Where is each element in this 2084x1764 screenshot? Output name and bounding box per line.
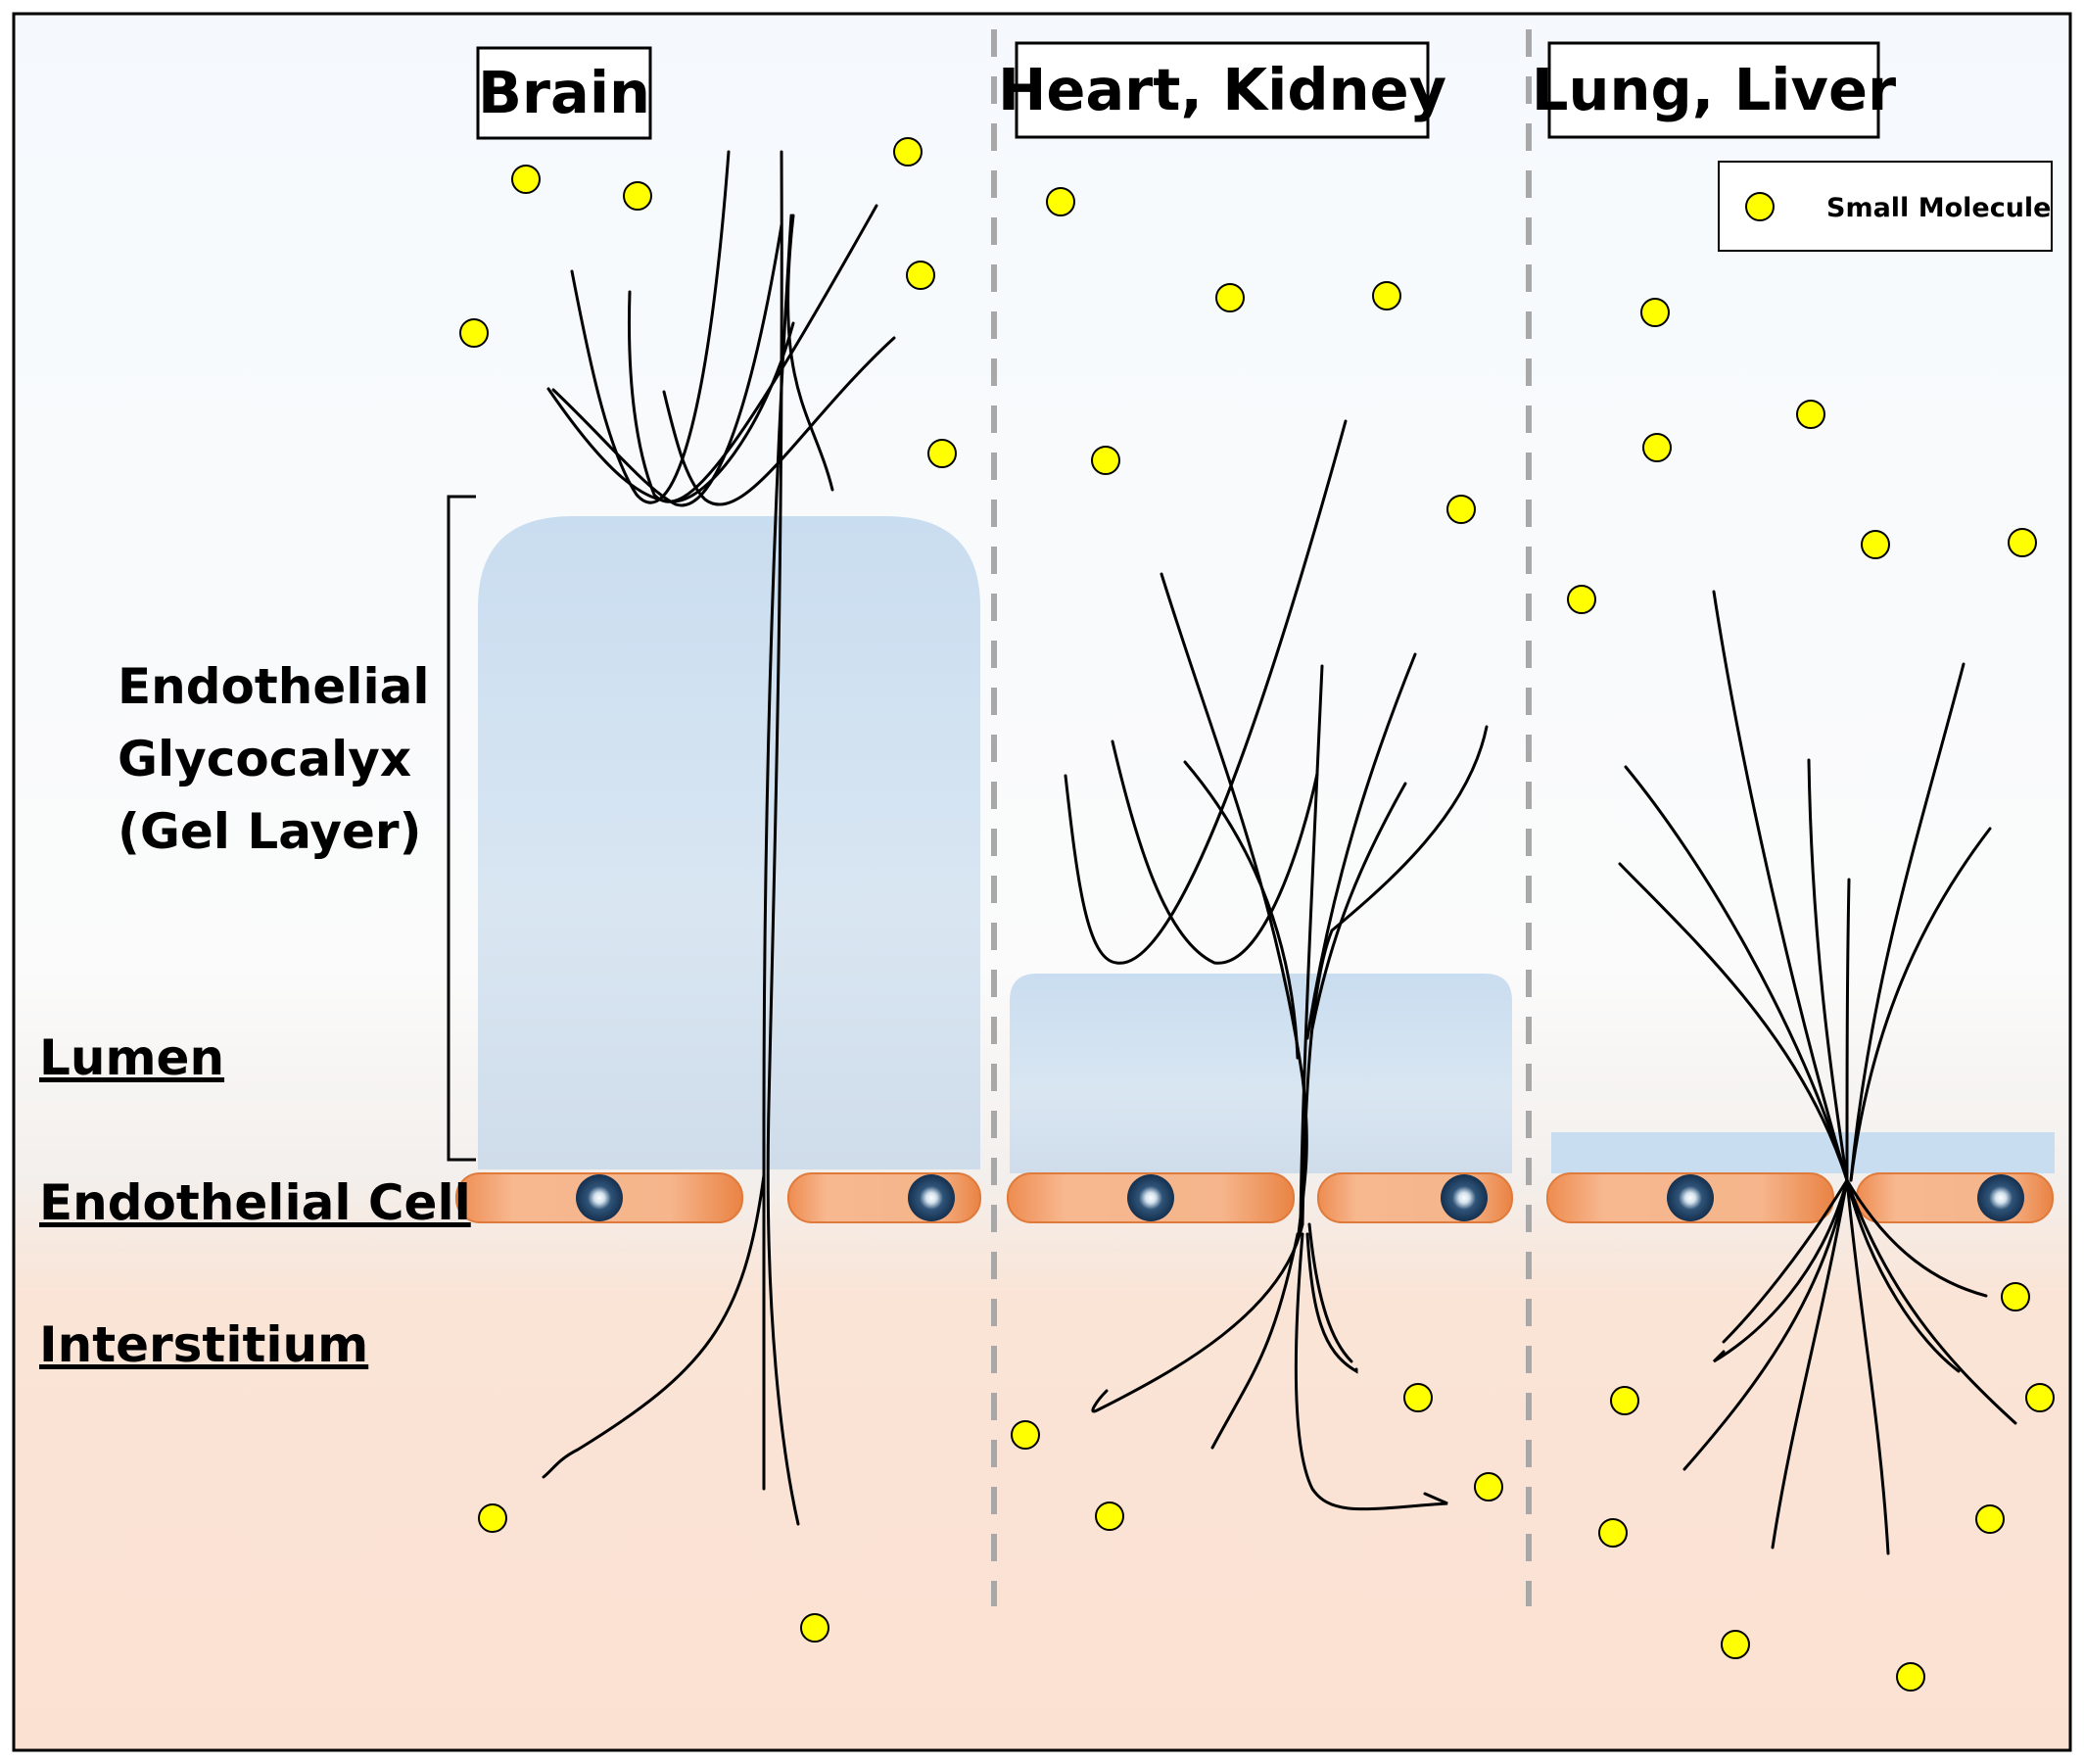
glycocalyx-fiber (1807, 758, 1849, 1182)
glycocalyx-fiber (1712, 590, 1849, 1182)
region-title-text: Brain (478, 59, 650, 126)
small-molecule (1598, 1518, 1628, 1548)
glycocalyx-fibers (542, 150, 2017, 1555)
small-molecule (1474, 1472, 1503, 1502)
small-molecule (1642, 433, 1672, 462)
glycocalyx-fiber (1064, 419, 1348, 965)
small-molecule (800, 1613, 829, 1643)
small-molecule (1721, 1630, 1750, 1659)
glycocalyx-fiber (542, 1173, 766, 1479)
glycocalyx-fiber (1771, 1178, 1849, 1549)
legend-small-molecule-label: Small Molecule (1826, 193, 2052, 223)
small-molecule (1861, 530, 1890, 559)
nucleus (1667, 1174, 1714, 1221)
glycocalyx-fiber (1183, 760, 1300, 1060)
glycocalyx-fiber (1849, 662, 1966, 1182)
small-molecule (1640, 298, 1670, 327)
small-molecule (1610, 1386, 1639, 1415)
small-molecule (478, 1503, 507, 1533)
glycocalyx-fiber (1845, 1178, 1961, 1373)
lumen-label: Lumen (39, 1029, 224, 1086)
small-molecule (2008, 528, 2037, 557)
region-title-heart-kidney: Heart, Kidney (998, 41, 1446, 139)
small-molecule (2001, 1282, 2030, 1311)
interstitium-label: Interstitium (39, 1316, 368, 1373)
nucleus (1977, 1174, 2024, 1221)
glycocalyx-fiber (1301, 725, 1489, 1226)
glycocalyx-fiber (786, 214, 834, 492)
small-molecule (1403, 1383, 1433, 1412)
background (14, 14, 2070, 1750)
glycocalyx-fiber (1618, 862, 1849, 1182)
glycocalyx-fiber (1845, 1178, 1988, 1298)
region-title-box (1547, 41, 1880, 139)
small-molecule (1567, 585, 1596, 614)
gel-layer-heart-kidney (1010, 974, 1512, 1173)
glycocalyx-fiber (1210, 1232, 1300, 1450)
small-molecule (511, 165, 541, 194)
small-molecule (1091, 446, 1120, 475)
nucleus (576, 1174, 623, 1221)
region-title-text: Lung, Liver (1532, 56, 1896, 123)
small-molecule (927, 439, 957, 468)
glycocalyx-fiber (1299, 664, 1324, 1226)
region-title-box (476, 46, 652, 140)
region-title-box (1015, 41, 1430, 139)
glycocalyx-label-line2: Glycocalyx (118, 731, 411, 787)
glycocalyx-fiber (1722, 1178, 1849, 1344)
glycocalyx-label-line3: (Gel Layer) (118, 803, 421, 860)
legend-small-molecule-marker (1745, 192, 1775, 221)
small-molecule (1215, 283, 1245, 312)
glycocalyx-fiber (1091, 1222, 1304, 1413)
glycocalyx-bracket (447, 495, 476, 1162)
glycocalyx-fiber (627, 204, 878, 503)
small-molecule (1896, 1662, 1925, 1692)
small-molecule (623, 181, 652, 211)
glycocalyx-fiber (1307, 1222, 1353, 1363)
small-molecule (1975, 1504, 2005, 1534)
small-molecule (1046, 187, 1075, 216)
glycocalyx-fiber (1305, 1232, 1358, 1374)
glycocalyx-fiber (1845, 1178, 1890, 1555)
glycocalyx-fiber (1849, 827, 1992, 1182)
glycocalyx-fiber (1310, 782, 1407, 1030)
glycocalyx-fiber (1111, 739, 1319, 965)
legend: Small Molecule (1718, 161, 2053, 252)
glycocalyx-fiber (551, 223, 783, 507)
glycocalyx-fiber (766, 150, 800, 1526)
small-molecule (459, 318, 489, 348)
glycocalyx-fiber (1624, 765, 1849, 1182)
glycocalyx-fiber (1712, 1178, 1849, 1363)
region-title-lung-liver: Lung, Liver (1532, 41, 1896, 139)
small-molecule (1372, 281, 1401, 310)
endothelial-cells (455, 1172, 2054, 1223)
glycocalyx-fiber (1845, 1178, 2017, 1425)
small-molecule (906, 261, 935, 290)
endothelial-cell-label: Endothelial Cell (39, 1174, 471, 1231)
gel-layer-brain (478, 516, 980, 1169)
glycocalyx-fiber (1682, 1178, 1849, 1471)
nucleus (908, 1174, 955, 1221)
region-title-text: Heart, Kidney (998, 56, 1446, 123)
gel-layer-lung-liver (1551, 1132, 2055, 1173)
small-molecule (893, 137, 923, 167)
glycocalyx-fiber (762, 214, 793, 1491)
glycocalyx-fiber (1294, 1232, 1448, 1511)
nucleus (1441, 1174, 1488, 1221)
diagram-frame (12, 12, 2072, 1752)
nucleus (1127, 1174, 1174, 1221)
glycocalyx-fiber (1845, 878, 1851, 1182)
glycocalyx-fiber (662, 336, 896, 506)
small-molecule (1095, 1502, 1124, 1531)
small-molecule (2025, 1383, 2055, 1412)
region-title-brain: Brain (476, 46, 652, 140)
small-molecule (1446, 495, 1476, 524)
nuclei (576, 1174, 2024, 1221)
small-molecules (459, 137, 2055, 1692)
small-molecule (1011, 1420, 1040, 1450)
small-molecule (1796, 400, 1825, 429)
glycocalyx-fiber (570, 150, 731, 504)
glycocalyx-label-line1: Endothelial (118, 658, 429, 715)
